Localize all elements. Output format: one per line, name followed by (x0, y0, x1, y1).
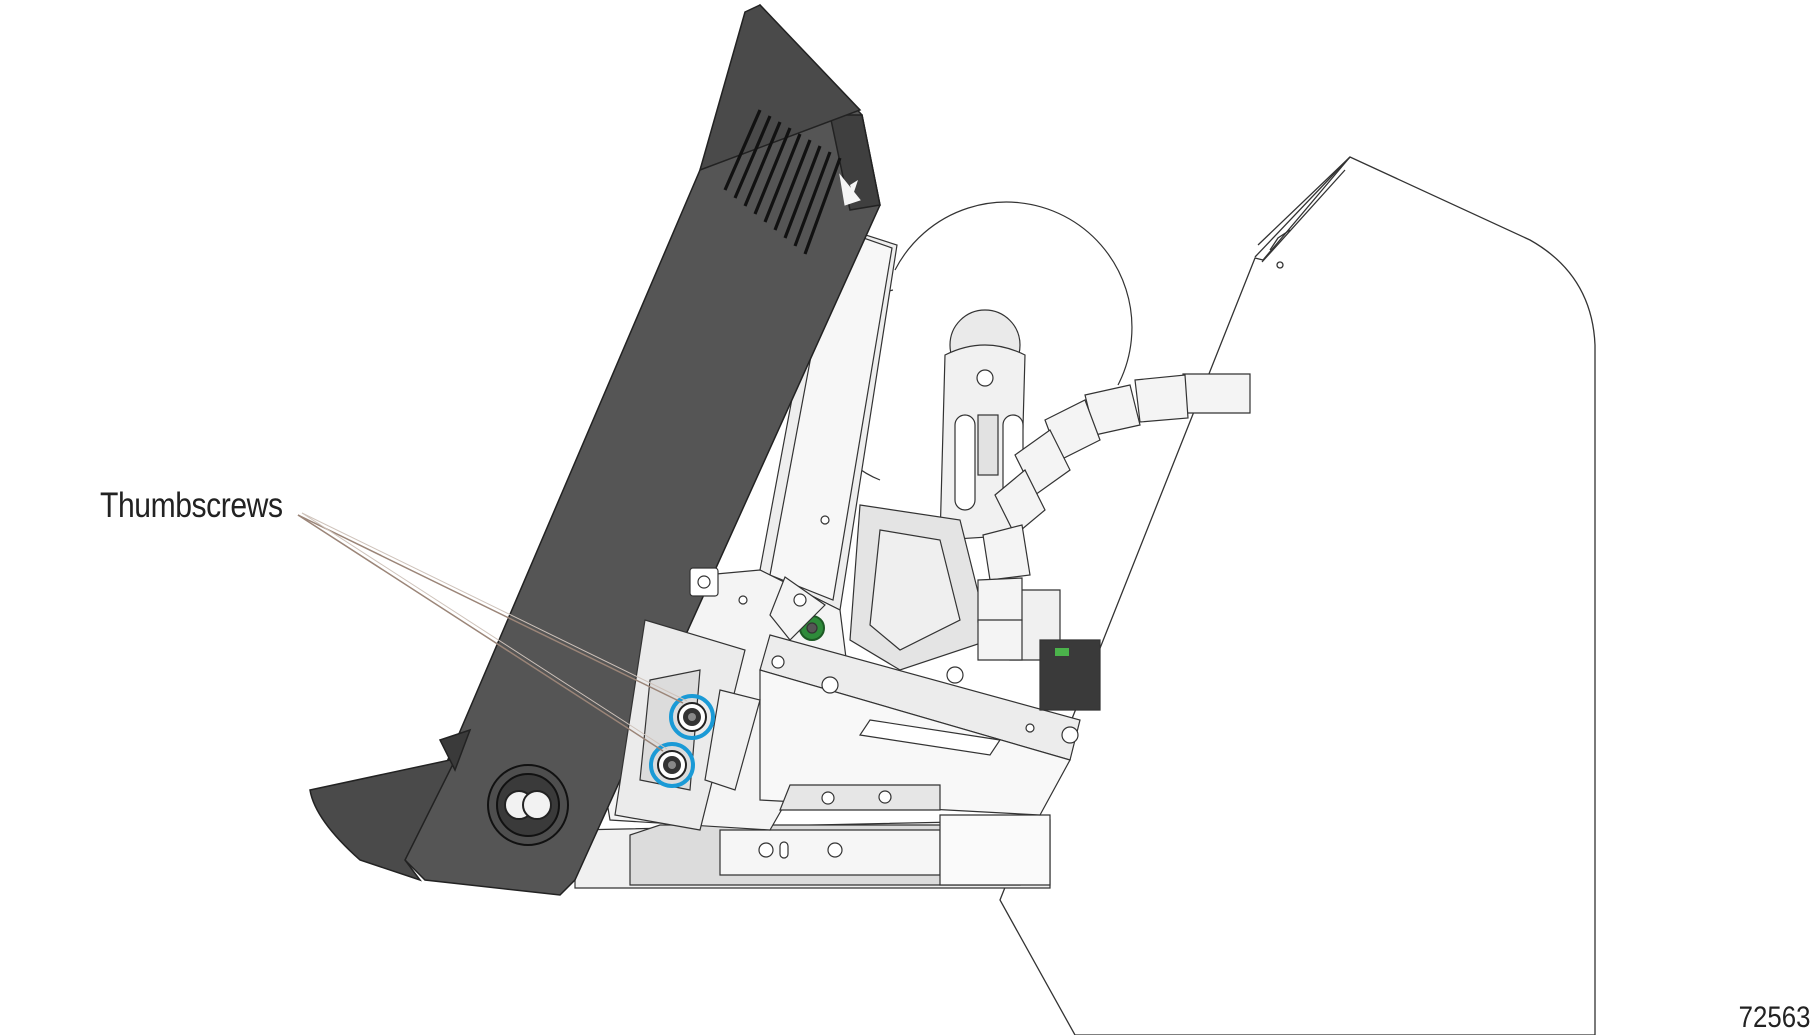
cable-chain (977, 373, 1251, 661)
print-head-assembly (799, 344, 1101, 711)
thumbscrew-lower (649, 742, 695, 788)
base-plate (574, 814, 1051, 889)
vent-grille (723, 109, 842, 255)
callout-leader-lines (297, 512, 688, 752)
stand-foot (309, 728, 472, 882)
figure-number: 72563 (1738, 1001, 1810, 1034)
thumbscrew-upper (669, 694, 715, 740)
thumbscrews-callout-label: Thumbscrews (100, 486, 283, 525)
round-knob (487, 764, 569, 846)
front-housing (404, 3, 881, 896)
enclosure-panel (999, 156, 1596, 1035)
